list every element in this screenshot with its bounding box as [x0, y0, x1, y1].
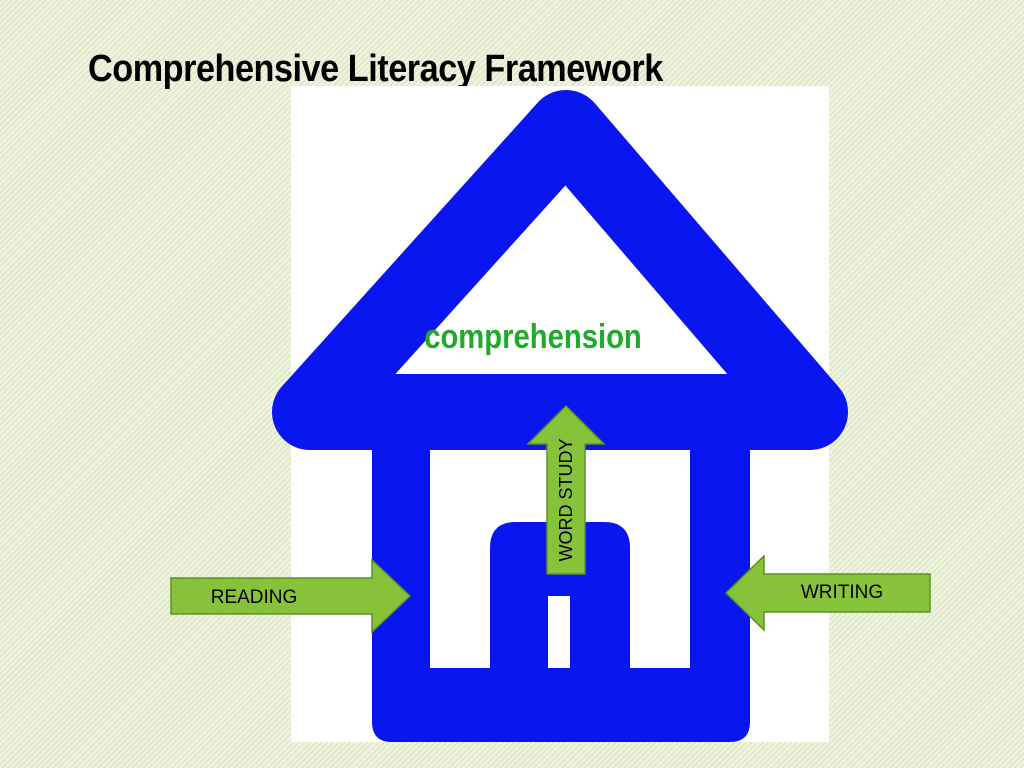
reading-arrow	[170, 558, 412, 634]
roof-label: comprehension	[424, 317, 642, 356]
word-study-label: WORD STUDY	[556, 439, 576, 562]
reading-label: READING	[211, 587, 298, 608]
house-body	[372, 410, 750, 742]
writing-label: WRITING	[801, 582, 883, 603]
writing-arrow	[724, 554, 931, 632]
house-roof	[272, 90, 848, 450]
word-study-arrow	[526, 404, 606, 575]
slide-title: Comprehensive Literacy Framework	[88, 48, 663, 90]
door-slot	[548, 596, 570, 668]
